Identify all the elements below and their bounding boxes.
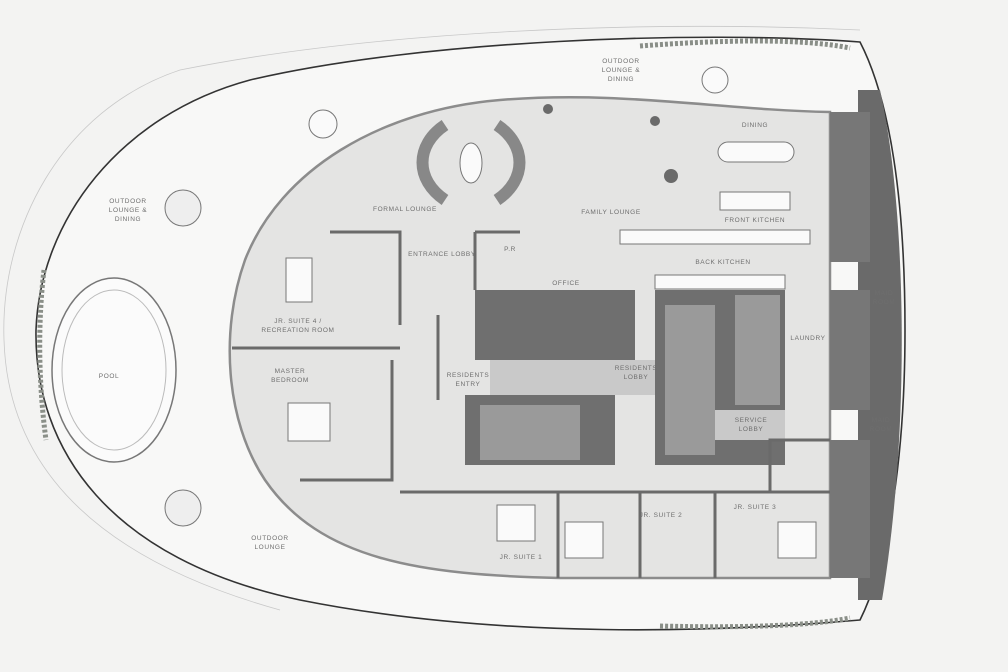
column [543,104,553,114]
sofa-right [493,120,526,205]
room-label-laundry: LAUNDRY [790,335,825,342]
planting-left [37,269,49,441]
stair-south [480,405,580,460]
planting-bottom [659,615,851,630]
coffee-table [459,142,483,184]
room-label-jr-suite-3: JR. SUITE 3 [734,504,777,511]
front-kitchen-island [719,191,791,211]
room-label-formal-lounge: FORMAL LOUNGE [373,206,437,213]
room-label-pool: POOL [99,373,119,380]
planting-top [639,38,851,51]
planter [164,489,202,527]
elevator-cabs [665,305,715,455]
bed-suite1 [496,504,536,542]
outdoor-table [701,66,729,94]
pool-table [285,257,313,303]
outdoor-table [308,109,338,139]
core-north [475,290,635,360]
room-label-back-kitchen: BACK KITCHEN [695,259,750,266]
bed-master [287,402,331,442]
partition-walls [232,230,830,578]
room-label-front-kitchen: FRONT KITCHEN [725,217,785,224]
east-core-2 [830,290,870,410]
room-label-jr-suite-2: JR. SUITE 2 [640,512,683,519]
room-label-dining: DINING [742,122,768,129]
planter [164,189,202,227]
pool [51,277,177,463]
room-label-jr-suite-4: JR. SUITE 4 /RECREATION ROOM [261,318,334,334]
residents-lobby-floor [490,360,655,395]
service-lobby-floor [715,410,785,440]
east-core [830,112,870,262]
east-core-3 [830,440,870,578]
bed-suite2 [564,521,604,559]
room-label-office: OFFICE [552,280,579,287]
column [650,116,660,126]
room-label-jr-suite-1: JR. SUITE 1 [500,554,543,561]
back-kitchen-counter [654,274,786,290]
column [664,169,678,183]
room-label-entrance-lobby: ENTRANCE LOBBY [408,251,476,258]
room-label-powder-room: P.R [504,246,516,253]
room-label-family-lounge: FAMILY LOUNGE [581,209,641,216]
dining-table [717,141,795,163]
sofa-left [416,120,449,205]
pool-inner [61,289,167,451]
kitchen-counter [619,229,811,245]
terrace-outer-line [3,26,861,611]
bed-suite3 [777,521,817,559]
stair [735,295,780,405]
